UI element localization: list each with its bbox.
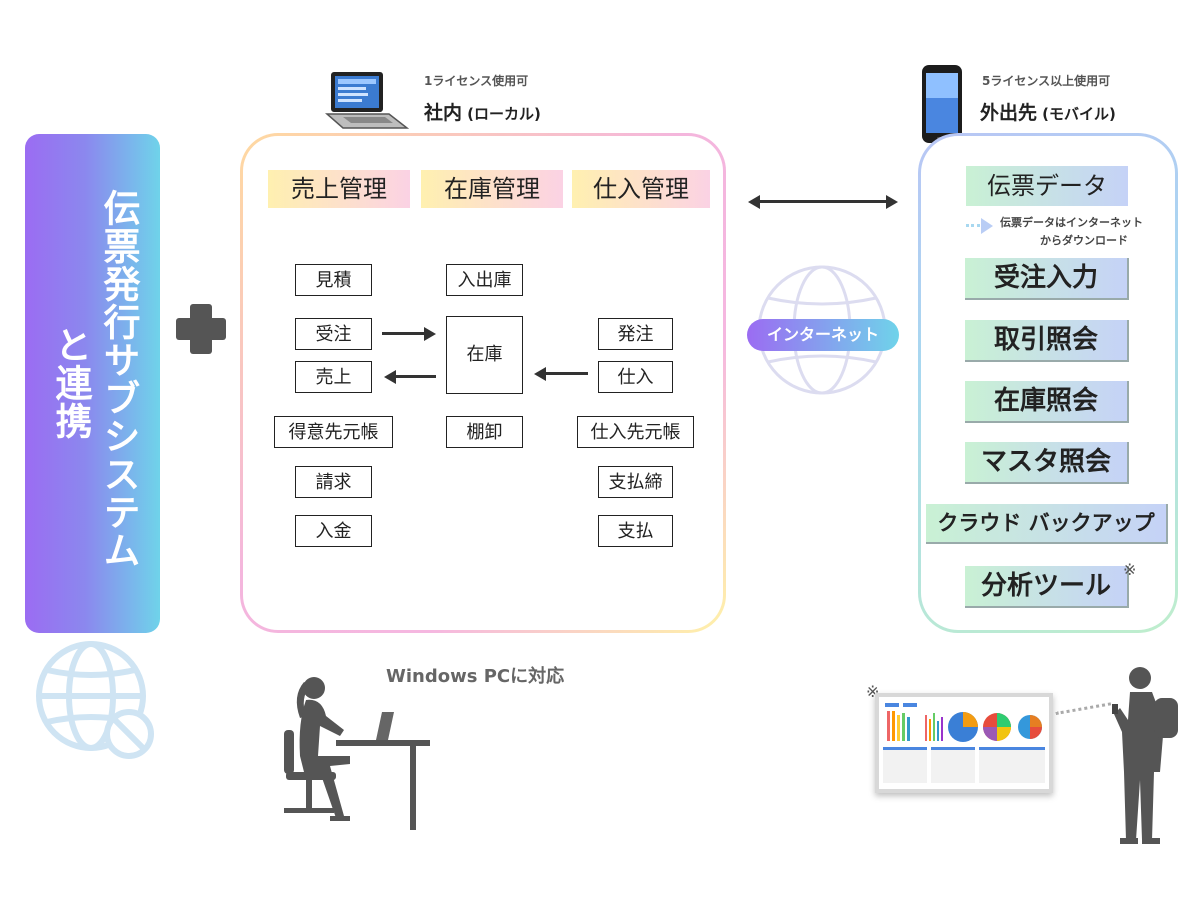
- menu-analysis-tool: 分析ツール: [965, 566, 1129, 608]
- smartphone-icon: [922, 65, 962, 143]
- arrow-head-right: [424, 327, 436, 341]
- tag-supplier-ledger: 仕入先元帳: [577, 416, 694, 448]
- globe-blocked-icon: [36, 641, 154, 759]
- windows-support-label: Windows PCに対応: [386, 666, 565, 687]
- tag-purchase-order: 発注: [598, 318, 673, 350]
- subsystem-banner: 伝票発行サブシステム と連携: [25, 134, 160, 633]
- arrow-head-left: [384, 370, 396, 384]
- businessman-icon: [1112, 667, 1178, 844]
- banner-line2: と連携: [49, 326, 92, 440]
- tag-order: 受注: [295, 318, 372, 350]
- internet-label: インターネット: [747, 319, 899, 351]
- category-stock: 在庫管理: [421, 170, 563, 208]
- download-arrow-icon: [981, 218, 993, 234]
- tag-payment: 支払: [598, 515, 673, 547]
- tag-stocktaking: 棚卸: [446, 416, 523, 448]
- arrow-purchase-to-stock: [546, 372, 588, 375]
- laptop-icon: [325, 72, 409, 129]
- office-worker-icon: [284, 677, 430, 830]
- arrow-head-left-2: [534, 367, 546, 381]
- tag-sale: 売上: [295, 361, 372, 393]
- mobile-title-paren: (モバイル): [1042, 105, 1116, 123]
- local-title-paren: (ローカル): [467, 105, 541, 123]
- category-purchase: 仕入管理: [572, 170, 710, 208]
- sync-arrow: [758, 200, 886, 203]
- voucher-data-label: 伝票データ: [966, 166, 1128, 206]
- menu-stock-inquiry: 在庫照会: [965, 381, 1129, 423]
- menu-order-entry: 受注入力: [965, 258, 1129, 300]
- arrow-stock-to-sale: [396, 375, 436, 378]
- analytics-dashboard-preview: [879, 697, 1049, 789]
- menu-transaction-inquiry: 取引照会: [965, 320, 1129, 362]
- tag-estimate: 見積: [295, 264, 372, 296]
- tag-billing: 請求: [295, 466, 372, 498]
- category-sales: 売上管理: [268, 170, 410, 208]
- download-note-1: 伝票データはインターネット: [1000, 216, 1143, 229]
- tag-inventory: 在庫: [446, 316, 523, 394]
- sync-arrow-head-right: [886, 195, 898, 209]
- local-license: 1ライセンス使用可: [424, 74, 529, 88]
- menu-cloud-backup: クラウド バックアップ: [926, 504, 1168, 544]
- local-title: 社内 (ローカル): [424, 98, 541, 125]
- analytics-screen: [875, 693, 1053, 793]
- screen-link-dots: [1055, 702, 1112, 718]
- menu-master-inquiry: マスタ照会: [965, 442, 1129, 484]
- tag-payment-closing: 支払締: [598, 466, 673, 498]
- tag-in-out: 入出庫: [446, 264, 523, 296]
- plus-icon-vertical: [190, 304, 212, 354]
- note-mark: ※: [1123, 560, 1137, 579]
- tag-customer-ledger: 得意先元帳: [274, 416, 393, 448]
- download-note-2: からダウンロード: [1040, 234, 1128, 247]
- banner-line1: 伝票発行サブシステム: [97, 189, 140, 569]
- sync-arrow-head-left: [748, 195, 760, 209]
- tag-purchase: 仕入: [598, 361, 673, 393]
- download-dots: [966, 224, 980, 230]
- arrow-order-to-stock: [382, 332, 426, 335]
- mobile-title-main: 外出先: [980, 102, 1038, 124]
- mobile-license: 5ライセンス以上使用可: [982, 74, 1111, 88]
- tag-payment-received: 入金: [295, 515, 372, 547]
- mobile-title: 外出先 (モバイル): [980, 98, 1116, 125]
- local-title-main: 社内: [424, 102, 463, 124]
